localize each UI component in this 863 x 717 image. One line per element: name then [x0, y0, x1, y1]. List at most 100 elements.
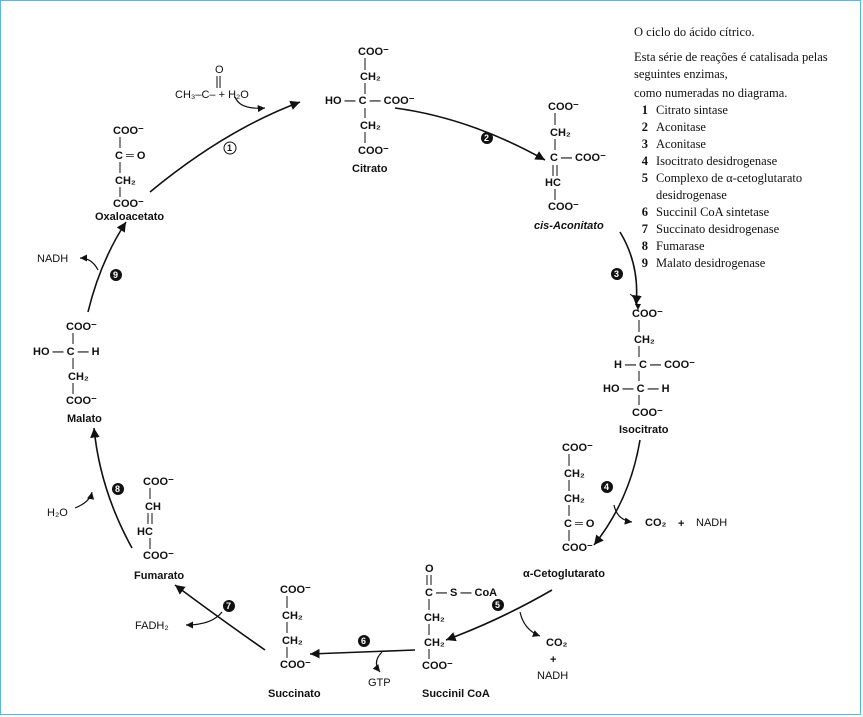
- svg-text:CH₂: CH₂: [282, 610, 303, 622]
- malato-label: Malato: [67, 413, 102, 425]
- arrow-h2o-8: [74, 491, 95, 509]
- legend-intro-2: como numeradas no diagrama.: [634, 86, 788, 100]
- acetyl-oxygen: O: [215, 64, 224, 76]
- co2-step-4: CO₂: [645, 517, 667, 529]
- svg-text:CH₂: CH₂: [424, 637, 445, 649]
- svg-text:CH₂: CH₂: [360, 120, 381, 132]
- arrow-gtp-6: [372, 651, 383, 673]
- svg-text:COO⁻: COO⁻: [66, 395, 97, 407]
- svg-text:C ═ O: C ═ O: [564, 518, 595, 530]
- svg-text:HC: HC: [137, 526, 153, 538]
- step-4-marker: 4: [604, 482, 609, 492]
- legend-intro: Esta série de reações é catalisada pelas…: [634, 50, 828, 81]
- step-8-marker: 8: [115, 484, 120, 494]
- svg-text:CH₂: CH₂: [564, 493, 585, 505]
- svg-text:CH: CH: [145, 501, 161, 513]
- svg-text:HO — C — H: HO — C — H: [33, 346, 100, 358]
- svg-text:COO⁻: COO⁻: [280, 659, 311, 671]
- svg-text:COO⁻: COO⁻: [562, 442, 593, 454]
- succinil-coa-label: Succinil CoA: [422, 688, 490, 700]
- co2-step-5: CO₂: [546, 637, 568, 649]
- svg-text:C — COO⁻: C — COO⁻: [550, 152, 606, 164]
- step-2-marker: 2: [484, 133, 489, 143]
- step-1-marker: 1: [227, 143, 232, 153]
- gtp-step-6: GTP: [368, 677, 391, 689]
- svg-text:CH₂: CH₂: [550, 127, 571, 139]
- svg-text:COO⁻: COO⁻: [548, 101, 579, 113]
- svg-text:COO⁻: COO⁻: [632, 407, 663, 419]
- step-9-marker: 9: [113, 270, 118, 280]
- compound-oxaloacetato: COO⁻ C ═ O CH₂ COO⁻ Oxaloacetato: [95, 125, 164, 223]
- svg-text:CH₂: CH₂: [360, 71, 381, 83]
- legend-title: O ciclo do ácido cítrico.: [634, 25, 755, 39]
- nadh-step-9: NADH: [37, 253, 68, 265]
- step-3-marker: 3: [614, 269, 619, 279]
- oxaloacetato-label: Oxaloacetato: [95, 211, 164, 223]
- svg-text:CH₂: CH₂: [424, 612, 445, 624]
- arrow-co2-4: [613, 504, 633, 525]
- svg-text:COO⁻: COO⁻: [548, 201, 579, 213]
- compound-succinil-coa: O C — S — CoA CH₂ CH₂ COO⁻ Succinil CoA: [422, 563, 497, 700]
- svg-text:COO⁻: COO⁻: [143, 476, 174, 488]
- svg-text:HC: HC: [545, 177, 561, 189]
- svg-text:HO — C — H: HO — C — H: [603, 383, 670, 395]
- svg-text:COO⁻: COO⁻: [113, 125, 144, 137]
- arrow-step-5: [445, 589, 553, 642]
- svg-text:COO⁻: COO⁻: [358, 46, 389, 58]
- arrow-nadh-9: [79, 254, 99, 271]
- arrow-step-6: [309, 648, 416, 659]
- isocitrato-label: Isocitrato: [619, 424, 669, 436]
- step-6-marker: 6: [361, 636, 366, 646]
- arrow-step-1: [149, 100, 301, 193]
- citrato-label: Citrato: [352, 163, 388, 175]
- compound-isocitrato: COO⁻ CH₂ H — C — COO⁻ HO — C — H COO⁻ Is…: [603, 308, 695, 436]
- svg-text:COO⁻: COO⁻: [66, 321, 97, 333]
- svg-text:CH₂: CH₂: [634, 334, 655, 346]
- h2o-step-8: H₂O: [47, 507, 68, 519]
- svg-text:C ═ O: C ═ O: [115, 150, 146, 162]
- succinato-label: Succinato: [268, 688, 321, 700]
- compound-cis-aconitato: COO⁻ CH₂ C — COO⁻ HC COO⁻ cis-Aconitato: [534, 101, 606, 232]
- svg-text:H — C — COO⁻: H — C — COO⁻: [614, 359, 695, 371]
- arrow-step-8: [90, 427, 133, 549]
- compound-alfa-cetoglutarato: COO⁻ CH₂ CH₂ C ═ O COO⁻ α-Cetoglutarato: [523, 442, 605, 580]
- acetyl-label: CH₃–C– + H₂O: [175, 89, 249, 101]
- arrow-step-3: [619, 231, 642, 306]
- plus-step-5: +: [550, 654, 556, 666]
- svg-text:COO⁻: COO⁻: [632, 308, 663, 320]
- arrow-step-7: [174, 584, 266, 651]
- svg-text:COO⁻: COO⁻: [113, 198, 144, 210]
- svg-text:HO — C — COO⁻: HO — C — COO⁻: [325, 95, 415, 107]
- svg-text:COO⁻: COO⁻: [280, 584, 311, 596]
- enzyme-legend: O ciclo do ácido cítrico. Esta série de …: [634, 24, 859, 272]
- svg-text:COO⁻: COO⁻: [562, 542, 593, 554]
- fumarato-label: Fumarato: [134, 570, 184, 582]
- svg-text:CH₂: CH₂: [564, 468, 585, 480]
- svg-text:C — S — CoA: C — S — CoA: [425, 587, 497, 599]
- acetyl-coa-input: O CH₃–C– + H₂O: [175, 64, 249, 101]
- svg-text:COO⁻: COO⁻: [358, 145, 389, 157]
- plus-step-4: +: [678, 518, 684, 530]
- arrow-co2-5: [519, 611, 541, 637]
- svg-text:CH₂: CH₂: [115, 175, 136, 187]
- svg-text:COO⁻: COO⁻: [422, 660, 453, 672]
- svg-text:O: O: [425, 563, 434, 575]
- step-5-marker: 5: [495, 600, 500, 610]
- nadh-step-5: NADH: [537, 670, 568, 682]
- svg-text:CH₂: CH₂: [68, 371, 89, 383]
- arrow-fadh2-7: [185, 611, 223, 629]
- compound-fumarato: COO⁻ CH HC COO⁻ Fumarato: [134, 476, 184, 582]
- compound-malato: COO⁻ HO — C — H CH₂ COO⁻ Malato: [33, 321, 102, 425]
